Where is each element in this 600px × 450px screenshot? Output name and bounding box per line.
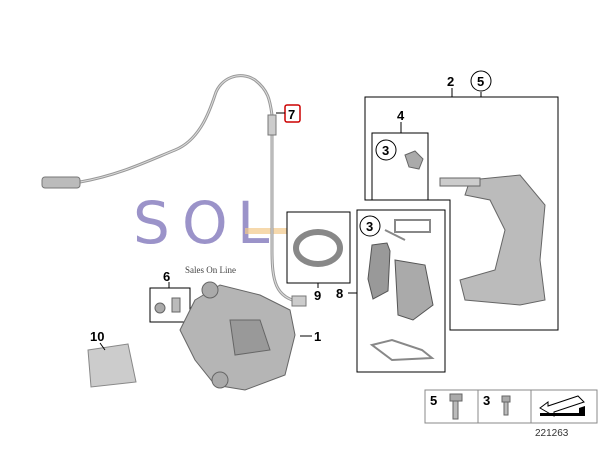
- direction-arrow-icon: [539, 395, 585, 417]
- circled-label-5[interactable]: 5: [470, 70, 492, 92]
- circled-label-3-box4[interactable]: 3: [375, 139, 397, 161]
- svg-text:3: 3: [382, 143, 389, 158]
- watermark-letter-l: L: [237, 189, 269, 257]
- bolt-large-icon: [449, 393, 463, 420]
- svg-text:3: 3: [366, 219, 373, 234]
- part-group-9: [286, 211, 351, 288]
- part-label-4[interactable]: 4: [397, 108, 405, 123]
- bolt-small-icon: [501, 395, 511, 416]
- part-group-4: [371, 122, 429, 201]
- pad-clip-top: [384, 219, 431, 241]
- part-group-8: [348, 209, 446, 373]
- part-label-10[interactable]: 10: [90, 329, 104, 344]
- legend-box: 5 3: [424, 389, 598, 424]
- part-group-6: [149, 282, 191, 323]
- part-label-9[interactable]: 9: [314, 288, 321, 303]
- watermark-letter-s: S: [133, 189, 170, 257]
- seal-ring-icon: [293, 229, 343, 267]
- part-label-7[interactable]: 7: [276, 104, 301, 123]
- brake-caliper: [179, 281, 296, 391]
- grease-packet: [87, 342, 137, 388]
- guide-sleeve-icon: [404, 150, 424, 170]
- watermark-logo: S O L Sales On Line: [133, 189, 290, 275]
- svg-text:5: 5: [477, 74, 484, 89]
- part-group-2: [364, 88, 559, 331]
- watermark-letter-o: O: [182, 189, 228, 257]
- pad-clip-bottom: [369, 338, 435, 362]
- brake-pad-inner: [367, 242, 391, 300]
- part-label-6[interactable]: 6: [163, 269, 170, 284]
- watermark-subtext: Sales On Line: [185, 265, 236, 275]
- part-label-1[interactable]: 1: [314, 329, 321, 344]
- svg-text:7: 7: [288, 107, 295, 122]
- circled-label-3-pads[interactable]: 3: [359, 215, 381, 237]
- part-label-8[interactable]: 8: [336, 286, 343, 301]
- diagram-number: 221263: [535, 428, 569, 439]
- caliper-carrier: [439, 174, 546, 306]
- legend-label-3: 3: [483, 393, 490, 408]
- legend-label-5: 5: [430, 393, 437, 408]
- part-label-2[interactable]: 2: [447, 74, 454, 89]
- wear-sensor-wire: [41, 74, 307, 307]
- brake-pad-outer: [394, 259, 434, 321]
